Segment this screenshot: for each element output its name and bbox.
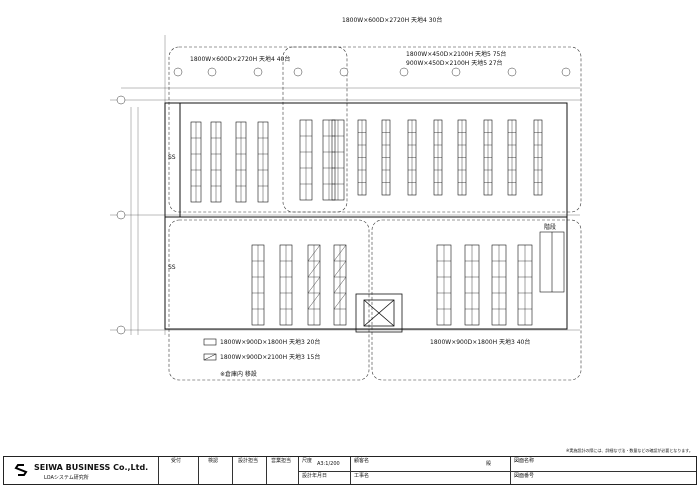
note-top-right: ※実施設計の際には、詳細な寸法・数量などの確認が必要となります。: [566, 448, 693, 453]
rack-top-right-8: [533, 119, 543, 196]
ss-label-2: SS: [168, 264, 176, 271]
ss-label-1: SS: [168, 154, 176, 161]
stairs: [539, 231, 565, 293]
legend-item-1: 1800W×900D×1800H 天地3 20台: [220, 339, 321, 346]
customer-suffix: 殿: [486, 461, 492, 467]
customer-cell: 顧客名 殿 工事名: [351, 457, 511, 484]
scale-value: A3:1/200: [317, 461, 340, 467]
project-header: 工事名: [354, 473, 370, 479]
scale-cell: 尺度 A3:1/200 設計年月日: [299, 457, 351, 484]
rack-bottom-right-1: [436, 244, 452, 326]
company-cell: SEIWA BUSINESS Co.,Ltd. LOAシステム研究所: [4, 457, 159, 484]
rack-bottom-right-4: [517, 244, 533, 326]
legend-item-2: 1800W×900D×2100H 天地3 15台: [220, 354, 321, 361]
callout-bottom-right: 1800W×900D×1800H 天地3 40台: [430, 339, 531, 346]
drawing-cell: 図面名称 図面番号: [511, 457, 696, 484]
design-header: 設計担当: [238, 458, 259, 464]
customer-header: 顧客名: [354, 458, 370, 464]
title-block: SEIWA BUSINESS Co.,Ltd. LOAシステム研究所 受付 検認…: [3, 456, 697, 485]
check-header: 検認: [208, 458, 219, 464]
zone-right-bottom: [371, 219, 582, 381]
check-cell: 検認: [199, 457, 233, 484]
rack-top-right-4: [433, 119, 443, 196]
drawing-number-header: 図面番号: [514, 473, 535, 479]
stair-label: 階段: [544, 224, 557, 231]
company-name: SEIWA BUSINESS Co.,Ltd.: [34, 463, 149, 472]
rack-top-left-4: [257, 121, 269, 203]
rack-top-right-6: [483, 119, 493, 196]
grid-bubbles: [116, 67, 571, 335]
rack-top-right-1: [357, 119, 367, 196]
rack-groups: [190, 119, 543, 361]
callout-left: 1800W×600D×2720H 天地4 40台: [190, 56, 291, 63]
legend-footnote: ※倉庫内 移設: [220, 371, 257, 378]
rack-bottom-left-4: [333, 244, 347, 326]
company-division: LOAシステム研究所: [44, 475, 89, 481]
rack-top-right-5: [457, 119, 467, 196]
sales-cell: 営業担当: [267, 457, 299, 484]
sales-header: 営業担当: [271, 458, 292, 464]
rack-top-right-7: [507, 119, 517, 196]
date-header: 設計年月日: [302, 473, 328, 479]
legend-swatch-plain: [203, 338, 217, 346]
rack-top-right-2: [381, 119, 391, 196]
callout-right-2: 900W×450D×2100H 天地5 27台: [406, 60, 503, 67]
accept-header: 受付: [171, 458, 182, 464]
zone-left-top: [168, 46, 348, 213]
legend-swatch-hatched: [203, 353, 217, 361]
rack-bottom-left-3: [307, 244, 321, 326]
rack-bottom-left-1: [251, 244, 265, 326]
company-logo-icon: [14, 464, 28, 476]
rack-top-right-3: [407, 119, 417, 196]
rack-top-mid-2: [322, 119, 336, 201]
callout-top: 1800W×600D×2720H 天地4 30台: [342, 17, 443, 24]
rack-bottom-right-3: [491, 244, 507, 326]
rack-top-mid-1: [299, 119, 313, 201]
scale-header: 尺度: [302, 458, 313, 464]
drawing-name-header: 図面名称: [514, 458, 535, 464]
callout-right-1: 1800W×450D×2100H 天地5 75台: [406, 51, 507, 58]
zone-right-top: [282, 46, 582, 213]
rack-bottom-right-2: [464, 244, 480, 326]
building-walls: [164, 102, 568, 330]
rack-top-left-3: [235, 121, 247, 203]
elevator-core: [355, 293, 403, 333]
rack-top-left-2: [210, 121, 222, 203]
rack-bottom-left-2: [279, 244, 293, 326]
accept-cell: 受付: [159, 457, 199, 484]
grid-axis-lines: [110, 35, 580, 335]
rack-top-mid-3: [331, 119, 345, 201]
design-cell: 設計担当: [233, 457, 267, 484]
rack-top-left-1: [190, 121, 202, 203]
